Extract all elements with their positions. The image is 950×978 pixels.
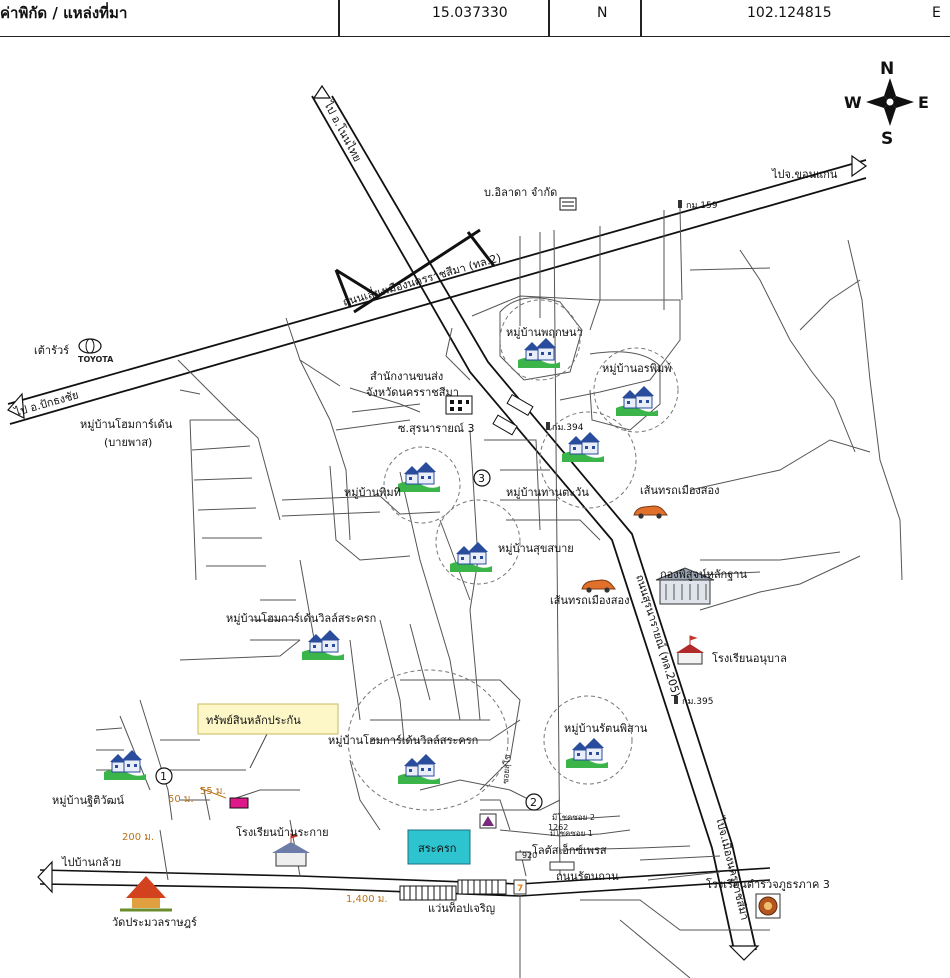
point-label-1262: 1262	[548, 823, 568, 832]
place-hg-villa-1: หมู่บ้านโฮมการ์เด้นวิลล์สระครก	[226, 611, 376, 625]
police-seal-icon	[755, 893, 781, 919]
house-icon	[103, 749, 147, 781]
km-label-395: กม.395	[682, 697, 713, 707]
place-jitiwat: หมู่บ้านฐิติวัฒน์	[52, 794, 125, 807]
road-label-to-nonthai: ไป อ.โนนไทย	[321, 98, 365, 164]
road-label-mee-chok-2: มีโชคซอย 2	[552, 812, 595, 822]
hatched-strips	[399, 393, 534, 901]
lotus-icon	[515, 851, 575, 871]
road-arrows	[7, 84, 868, 961]
road-label-soi-suranarai-3: ซ.สุรนารายณ์ 3	[398, 422, 475, 435]
place-lotus: โลตัสเอ็กซ์เพรส	[532, 843, 607, 857]
minor-roads	[95, 207, 903, 978]
place-tawan: หมู่บ้านทานตะวัน	[506, 486, 589, 499]
place-evidence: กองพิสูจน์หลักฐาน	[660, 568, 747, 581]
place-pruksa: หมู่บ้านพฤกษนา	[506, 326, 583, 339]
house-icon	[449, 541, 493, 573]
factory-icon	[559, 197, 577, 211]
header-divider	[338, 0, 340, 36]
header-divider	[640, 0, 642, 36]
km-post-icon	[546, 200, 682, 704]
house-icon	[397, 461, 441, 493]
shop-icon	[479, 813, 497, 829]
evidence-building-icon	[655, 567, 715, 605]
major-roads	[7, 95, 867, 951]
seven-eleven-icon: 7	[513, 879, 527, 895]
collateral-label: ทรัพย์สินหลักประกัน	[206, 714, 301, 727]
place-phimthip: หมู่บ้านพิมทิ	[344, 486, 401, 499]
road-label-mee-chok-1: มีโชคซอย 1	[550, 828, 593, 838]
distance-55m: 55 ม.	[200, 786, 226, 797]
toyota-logo-icon	[78, 338, 102, 354]
place-transport-office-1: สำนักงานขนส่ง	[370, 370, 443, 383]
compass-rose-icon	[866, 78, 914, 126]
school-icon	[676, 635, 704, 665]
numbered-markers	[155, 469, 543, 811]
compass-east: E	[918, 93, 929, 112]
distance-50m: 50 ม.	[168, 794, 194, 805]
road-label-soi-sukhothai: ซอยสุโข	[500, 754, 512, 784]
place-home-garden: หมู่บ้านโฮมการ์เด้น	[80, 417, 173, 431]
place-kindergarten: โรงเรียนอนุบาล	[712, 651, 787, 665]
callout-pointer	[249, 731, 269, 769]
place-suksabai: หมู่บ้านสุขสบาย	[498, 542, 574, 555]
marker-2: 2	[530, 796, 537, 809]
house-icon	[301, 629, 345, 661]
place-temple: วัดประมวลราษฎร์	[112, 916, 197, 929]
road-label-to-khonkaen: ไปจ.ขอนแก่น	[771, 168, 838, 181]
distance-1400m: 1,400 ม.	[346, 894, 388, 905]
school-rakai-icon	[272, 833, 310, 867]
place-school-rakai: โรงเรียนบ้านระกาย	[236, 825, 329, 839]
marker-3: 3	[478, 472, 485, 485]
place-bus-route-1: เส้นทรถเมืองสอง	[640, 484, 720, 497]
house-icon	[565, 737, 609, 769]
house-icon	[561, 431, 605, 463]
place-home-garden-sub: (บายพาส)	[104, 436, 152, 449]
latitude-value: 15.037330	[432, 5, 508, 21]
header-divider	[548, 0, 550, 36]
km-label-159: กม.159	[686, 201, 718, 211]
coordinate-title: ค่าพิกัด / แหล่งที่มา	[0, 4, 128, 22]
village-boundaries	[347, 299, 679, 811]
road-label-ratsadonsathan: ถนนรัตนถาน	[556, 870, 619, 883]
road-label-to-nakhonratchasima: ไปจ.เมืองนครราชสีมา	[713, 815, 751, 922]
point-label-920: 920	[522, 851, 537, 860]
temple-icon	[120, 876, 172, 912]
location-map[interactable]: สระครก 7	[0, 36, 950, 978]
road-label-bypass: ถนนเลี่ยงเมืองนครราชสีมา (ทล.2)	[341, 249, 503, 309]
place-ilada: บ.อิลาดา จำกัด	[484, 186, 557, 199]
svg-text:7: 7	[517, 884, 523, 894]
marker-1: 1	[160, 770, 167, 783]
collateral-property-marker[interactable]	[229, 797, 249, 809]
distance-200m: 200 ม.	[122, 832, 154, 843]
latitude-direction: N	[597, 5, 608, 21]
toyota-logo-text: TOYOTA	[78, 355, 114, 364]
distance-line	[199, 787, 227, 799]
pond-label: สระครก	[418, 842, 456, 855]
km-label-394: กม.394	[552, 423, 584, 433]
place-rattanaphisan: หมู่บ้านรัตนพิสาน	[564, 722, 648, 735]
place-toyota: เต้ารัวร์	[34, 344, 69, 357]
house-icon	[397, 753, 441, 785]
collateral-callout	[197, 703, 339, 735]
longitude-value: 102.124815	[747, 5, 832, 21]
place-wanthop: แว่นท็อปเจริญ	[428, 901, 495, 915]
compass-south: S	[881, 129, 893, 149]
road-label-to-ban-kluay: ไปบ้านกล้วย	[61, 856, 121, 869]
compass-west: W	[844, 93, 862, 112]
place-hg-villa-2: หมู่บ้านโฮมการ์เด้นวิลล์สระครก	[328, 733, 478, 747]
pond-sakrok	[407, 829, 471, 865]
place-police-school: โรงเรียนตำรวจภูธรภาค 3	[706, 877, 830, 891]
place-transport-office-2: จังหวัดนครราชสีมา	[366, 386, 459, 399]
coordinate-header: ค่าพิกัด / แหล่งที่มา 15.037330 N 102.12…	[0, 0, 950, 37]
place-orapim: หมู่บ้านอรพิมพ์	[602, 362, 671, 375]
building-icon	[445, 395, 473, 415]
compass-north: N	[880, 59, 894, 79]
longitude-direction: E	[932, 5, 941, 21]
car-icon	[633, 505, 668, 520]
place-bus-route-2: เส้นทรถเมืองสอง	[550, 594, 630, 607]
car-icon	[581, 579, 616, 594]
house-icon	[517, 337, 561, 369]
